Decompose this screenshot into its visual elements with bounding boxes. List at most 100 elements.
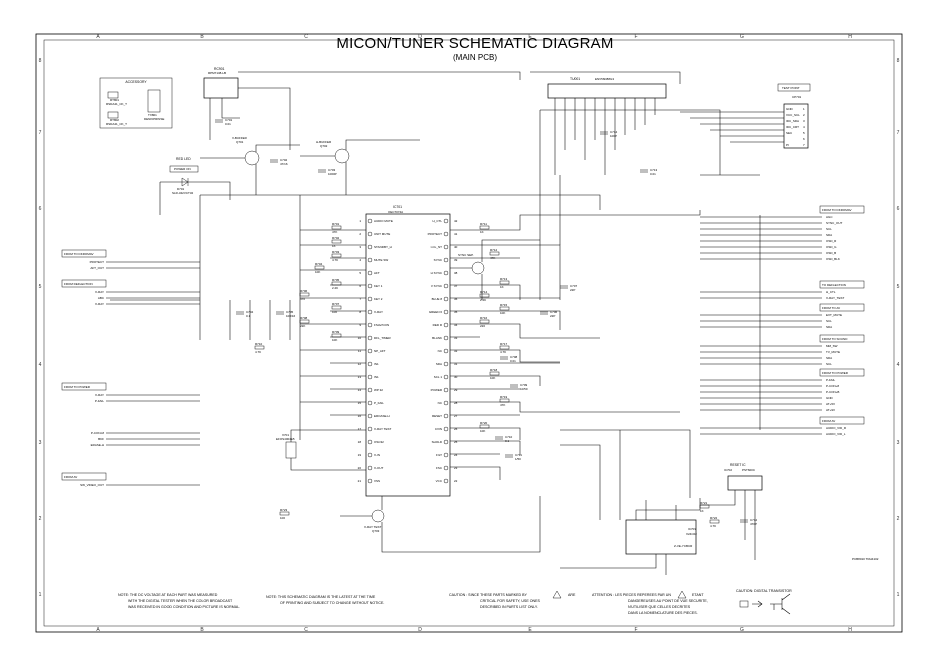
resistor-ref: R720 xyxy=(480,421,488,425)
ic701-right-pin: GREEN 6 xyxy=(429,310,443,314)
accessory-item-3: RT802 xyxy=(110,118,119,122)
ic701-left-pin: VSS xyxy=(374,479,380,483)
resistor-ref: R707 xyxy=(332,302,340,306)
ic-pin-circle xyxy=(367,465,373,471)
ic-pin-circle xyxy=(443,309,449,315)
accessory-item-5: TX801 xyxy=(148,113,157,117)
ic-pin-circle xyxy=(443,413,449,419)
resistor-value: 47K xyxy=(500,403,505,407)
resistor-value: 47K xyxy=(332,230,337,234)
ic701-right-pin: H_CTL xyxy=(432,219,442,223)
resistor-value: 4.7K xyxy=(255,350,261,354)
resistor-ref: R705 xyxy=(332,278,340,282)
resistor-symbol xyxy=(479,319,490,324)
resistor-symbol xyxy=(499,306,510,311)
attention-5: DANS LA NOMENCLATURE DES PIECES. xyxy=(628,611,698,615)
test-point-pin-label: PI xyxy=(786,143,789,147)
ic701-left-pin-number: 14 xyxy=(358,388,362,392)
ic701-left-pin: X-RAY TEST xyxy=(374,427,392,431)
right-port-signal: SDA xyxy=(826,356,832,360)
grid-row-right-7: 7 xyxy=(897,130,900,136)
right-port-title: FROM TO SOUND xyxy=(822,337,848,341)
attention-2: ETANT xyxy=(692,593,704,597)
capacitor-ref: C714 xyxy=(610,130,618,134)
capacitor-symbol xyxy=(270,159,278,163)
resistor-value: 10K xyxy=(332,338,337,342)
resistor-ref: R701 xyxy=(332,222,340,226)
resistor-symbol xyxy=(709,519,720,524)
ic701-right-pin-number: 26 xyxy=(454,427,458,431)
right-port-signal: GND xyxy=(826,396,834,400)
ic701-right-pin-number: 38 xyxy=(454,271,458,275)
capacitor-ref: C712 xyxy=(750,518,758,522)
resistor-symbol xyxy=(499,345,510,350)
svg-text:RPM7138-H5: RPM7138-H5 xyxy=(208,71,227,75)
reset-ic-ic702: RESET IC IC702 PST600C xyxy=(700,463,763,560)
ic-pin-circle xyxy=(367,387,373,393)
svg-text:PST600C: PST600C xyxy=(742,468,756,472)
caution-1: CAUTION : SINCE THESE PARTS MARKED BY xyxy=(449,593,527,597)
resistor-ref: R710 xyxy=(255,342,263,346)
caution-2: ARE xyxy=(568,593,576,597)
tuner-tu001: TU001 ENV56D88G3 xyxy=(530,71,721,300)
svg-text:Q701: Q701 xyxy=(236,140,244,144)
ic701-right-pin: V SYNC xyxy=(431,284,443,288)
right-port-box xyxy=(819,368,865,377)
grid-row-left-6: 6 xyxy=(39,206,42,212)
grid-row-right-5: 5 xyxy=(897,284,900,290)
ic-pin-circle xyxy=(367,296,373,302)
ic701-left-pin-number: 18 xyxy=(358,440,362,444)
capacitor-ref: C701 xyxy=(225,118,233,122)
test-point-pin-label: SEC xyxy=(786,131,793,135)
resistor-ref: R711 xyxy=(480,222,487,226)
test-point-pin-label: VCC_SCL xyxy=(786,113,800,117)
resistor-symbol xyxy=(479,225,490,230)
resistor-symbol xyxy=(499,398,510,403)
sync-sep-transistor: SYNC SEP. xyxy=(450,239,540,300)
resistor-symbol xyxy=(499,280,510,285)
capacitor-ref: C709 xyxy=(520,383,528,387)
attention-4: N'UTILISER QUE CELLES DECRITES xyxy=(628,605,691,609)
resistor-ref: R713 xyxy=(500,277,508,281)
ic701-right-pin-number: 32 xyxy=(454,349,458,353)
x-ray-test-q703: X-RAY TEST Q703 xyxy=(340,496,541,553)
svg-text:IC702: IC702 xyxy=(724,468,732,472)
bus-wiring xyxy=(110,174,761,520)
capacitor-value: 47/16 xyxy=(280,162,288,166)
right-port-signal: OSD_BLK xyxy=(826,257,840,261)
capacitor-value: 0.1 xyxy=(246,314,251,318)
resistor-ref: R709 xyxy=(332,330,340,334)
ic701-left-pin: IN1 xyxy=(374,362,379,366)
right-port-box xyxy=(819,280,865,289)
ic701-right-pin-number: 41 xyxy=(454,232,458,236)
ic701-left-pin: STANDBY_H xyxy=(374,245,392,249)
svg-text:H-BUFFER: H-BUFFER xyxy=(316,140,332,144)
resistor-ref: R721 xyxy=(700,501,708,505)
ic701-right-pin: POWER xyxy=(431,388,443,392)
ic701-right-pin-number: 35 xyxy=(454,310,458,314)
resistor-value: 2.2K xyxy=(332,286,338,290)
ic701-left-pin: KEY 2 xyxy=(374,297,383,301)
resistor-value: 470 xyxy=(300,297,305,301)
svg-text:D701: D701 xyxy=(177,187,185,191)
grid-col-top-F: F xyxy=(634,34,637,40)
resistor-symbol xyxy=(331,281,342,286)
grid-row-right-3: 3 xyxy=(897,440,900,446)
resistor-symbol xyxy=(331,305,342,310)
ic-pin-circle xyxy=(367,309,373,315)
capacitor-ref: C707 xyxy=(570,284,578,288)
resistor-ref: R719 xyxy=(500,395,508,399)
resistor-symbol xyxy=(331,333,342,338)
left-port-signal: X-RAY xyxy=(95,302,104,306)
svg-text:OEC7074A: OEC7074A xyxy=(388,210,403,214)
ic-pin-circle xyxy=(367,348,373,354)
right-port-signal: SCL xyxy=(826,362,832,366)
resistor-ref: R704 xyxy=(315,262,323,266)
grid-col-bottom-A: A xyxy=(96,627,100,633)
capacitor-value: 0.01 xyxy=(650,172,656,176)
right-port-box xyxy=(819,416,865,425)
resistor-symbol xyxy=(479,293,490,298)
grid-row-left-2: 2 xyxy=(39,516,42,522)
ic701-left-pin-number: 7 xyxy=(359,297,361,301)
